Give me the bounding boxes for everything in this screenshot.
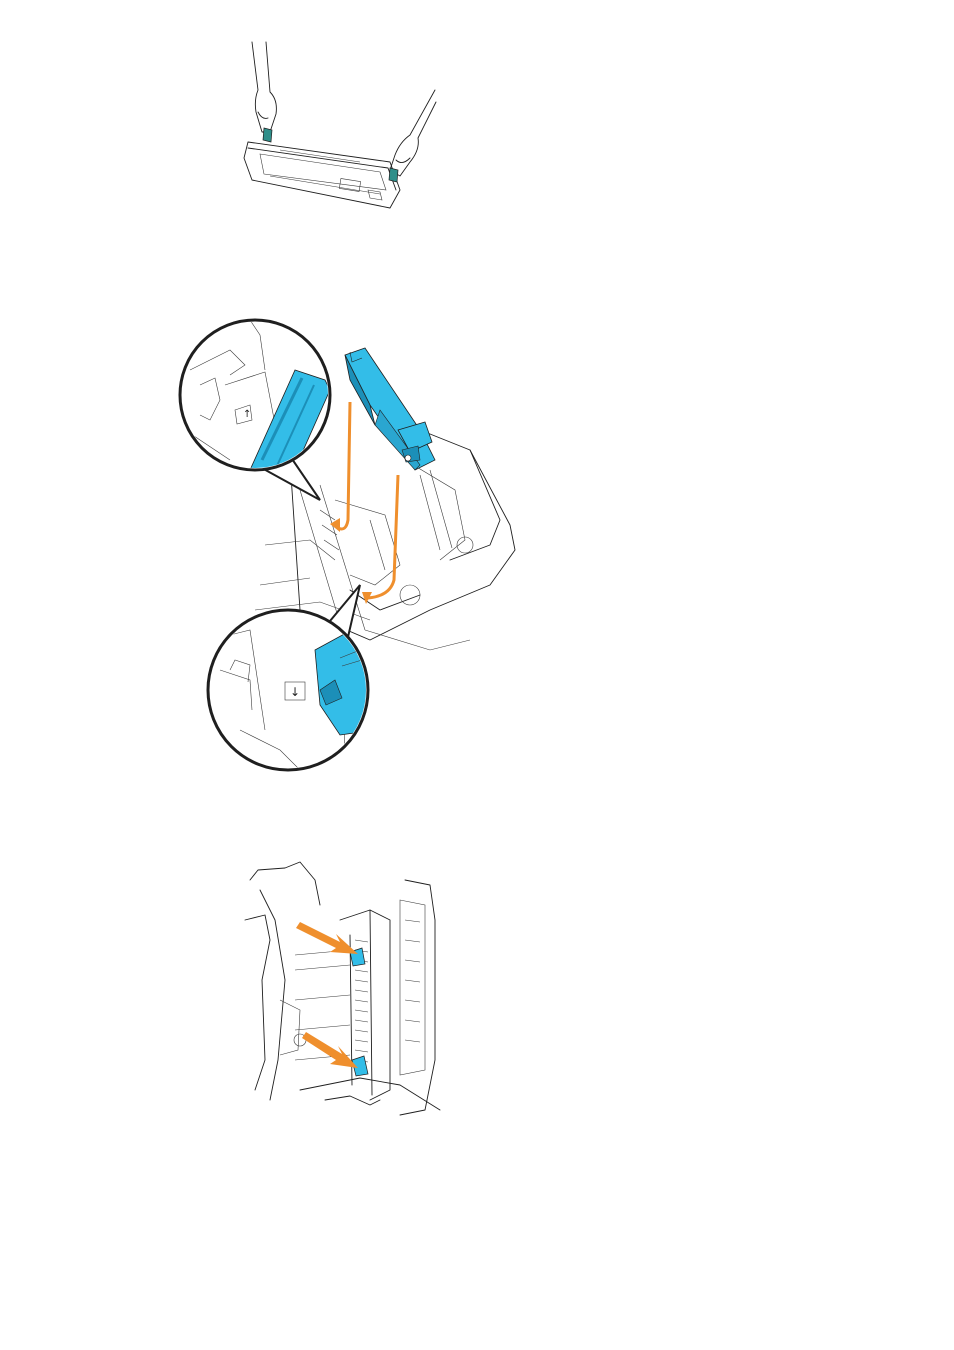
down-arrow-mark: ↓	[290, 685, 300, 699]
top-zoom-callout: ↑	[180, 320, 330, 500]
cartridge	[345, 348, 435, 470]
left-hand	[252, 42, 276, 132]
bottom-zoom-callout: ↓	[208, 585, 375, 770]
lift-unit-illustration	[240, 40, 440, 215]
right-hand	[390, 90, 436, 176]
up-arrow-mark: ↑	[243, 409, 251, 420]
insert-cartridge-illustration: ↑ ↓	[170, 310, 525, 780]
lock-levers-illustration	[240, 860, 445, 1125]
drum-unit	[244, 128, 400, 208]
printer-interior	[245, 862, 440, 1115]
